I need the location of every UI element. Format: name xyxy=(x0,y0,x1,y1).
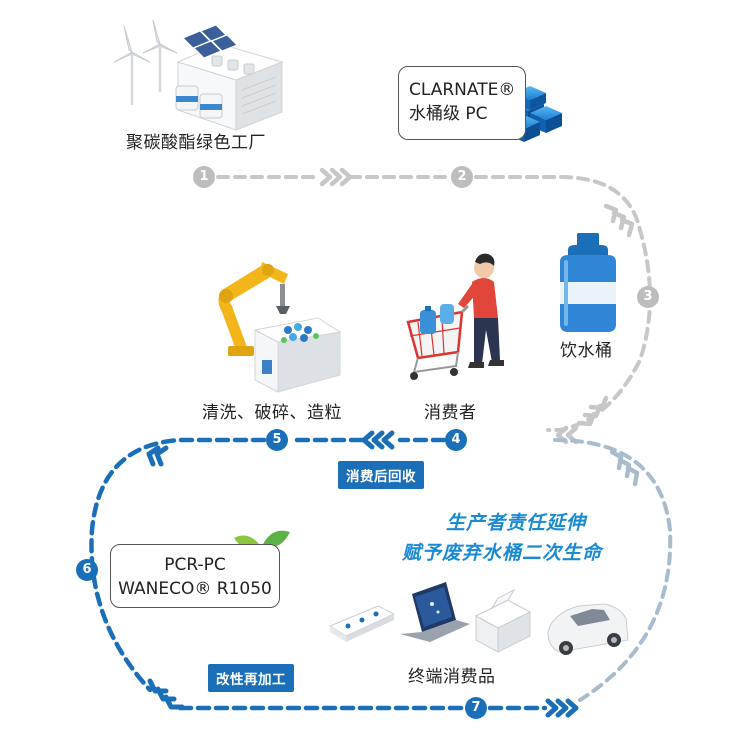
cleaning-machine-illustration xyxy=(218,262,342,393)
step-circle-3 xyxy=(637,286,659,308)
car-icon xyxy=(547,603,629,655)
step-6-label-line2: WANECO® R1050 xyxy=(118,579,272,599)
step-3-label: 饮水桶 xyxy=(560,341,613,361)
step-number-7: 7 xyxy=(471,700,481,715)
step-number-5: 5 xyxy=(272,432,282,447)
step-7-label: 终端消费品 xyxy=(408,667,496,687)
step-number-3: 3 xyxy=(643,289,653,304)
step-circle-2 xyxy=(451,166,473,188)
step-2-label-box: CLARNATE® 水桶级 PC xyxy=(398,66,526,140)
modification-reprocessing-badge: 改性再加工 xyxy=(208,664,294,692)
step-circle-4 xyxy=(445,429,467,451)
step-5-label: 清洗、破碎、造粒 xyxy=(202,403,342,423)
step-circle-5 xyxy=(266,429,288,451)
blue-flow-path xyxy=(89,437,548,711)
step-number-6: 6 xyxy=(82,562,92,577)
step-6-label-line1: PCR-PC xyxy=(164,555,226,575)
step-number-1: 1 xyxy=(199,169,209,184)
consumer-with-cart-illustration xyxy=(406,253,504,380)
blue-chevrons xyxy=(146,430,579,718)
end-products-illustration xyxy=(328,582,629,655)
slogan-line-2: 赋予废弃水桶二次生命 xyxy=(402,542,603,564)
gray-return-chevrons xyxy=(609,449,640,487)
factory-illustration xyxy=(113,19,284,131)
gray-return-path xyxy=(553,438,673,702)
step-circle-6 xyxy=(76,559,98,581)
step-6-label-box: PCR-PC WANECO® R1050 xyxy=(110,544,280,608)
step-2-label-line1: CLARNATE® xyxy=(409,80,516,100)
post-consumer-recycling-badge: 消费后回收 xyxy=(338,461,424,489)
power-strip-icon xyxy=(328,605,396,642)
step-circle-1 xyxy=(193,166,215,188)
slogan-line-1: 生产者责任延伸 xyxy=(446,512,587,534)
step-circle-7 xyxy=(465,697,487,719)
step-1-label: 聚碳酸酯绿色工厂 xyxy=(126,133,266,153)
water-bottle-illustration xyxy=(560,233,616,332)
step-4-label: 消费者 xyxy=(424,403,477,423)
laptop-icon xyxy=(400,582,470,642)
step-number-4: 4 xyxy=(451,432,461,447)
step-2-label-line2: 水桶级 PC xyxy=(409,104,488,124)
printer-icon xyxy=(474,588,532,653)
step-number-2: 2 xyxy=(457,169,467,184)
